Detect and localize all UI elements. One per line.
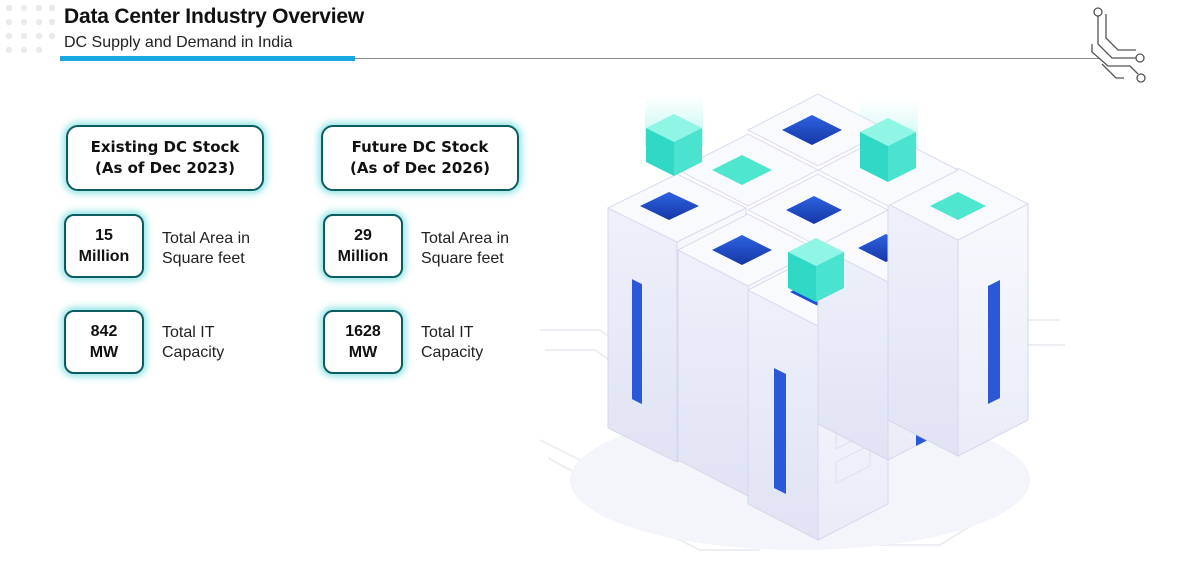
existing-capacity-label-line1: Total IT <box>162 324 215 341</box>
server-racks-illustration <box>539 93 1065 551</box>
future-capacity-number: 1628 <box>345 323 381 340</box>
future-area-value: 29 Million <box>323 214 403 278</box>
data-cube-icon <box>646 114 702 176</box>
future-area-number: 29 <box>354 227 372 244</box>
circuit-icon <box>1091 7 1146 83</box>
existing-capacity-unit: MW <box>89 344 119 361</box>
dot-grid-icon <box>5 4 56 54</box>
existing-area-label: Total Area in Square feet <box>162 229 250 269</box>
existing-area-value: 15 Million <box>64 214 144 278</box>
future-area-label-line2: Square feet <box>421 250 504 267</box>
existing-area-number: 15 <box>95 227 113 244</box>
server-rack-right <box>886 167 1030 457</box>
future-heading-line1: Future DC Stock <box>351 138 489 156</box>
header-accent-bar <box>60 56 355 61</box>
existing-area-label-line2: Square feet <box>162 250 245 267</box>
existing-area-label-line1: Total Area in <box>162 230 251 247</box>
existing-capacity-label-line2: Capacity <box>162 344 225 361</box>
future-area-label: Total Area in Square feet <box>421 229 509 269</box>
future-capacity-unit: MW <box>348 344 378 361</box>
existing-stock-heading: Existing DC Stock (As of Dec 2023) <box>66 125 264 191</box>
future-area-unit: Million <box>337 248 389 265</box>
future-area-label-line1: Total Area in <box>421 230 510 247</box>
future-heading-line2: (As of Dec 2026) <box>349 159 490 177</box>
data-cube-icon <box>860 118 916 182</box>
existing-area-unit: Million <box>78 248 130 265</box>
future-capacity-label-line2: Capacity <box>421 344 484 361</box>
future-stock-heading: Future DC Stock (As of Dec 2026) <box>321 125 519 191</box>
existing-heading-line2: (As of Dec 2023) <box>94 159 235 177</box>
future-capacity-label-line1: Total IT <box>421 324 474 341</box>
page-title: Data Center Industry Overview <box>64 5 364 28</box>
existing-capacity-number: 842 <box>90 323 118 340</box>
header-divider <box>60 58 1100 59</box>
server-rack-back <box>676 93 960 247</box>
future-capacity-value: 1628 MW <box>323 310 403 374</box>
existing-capacity-value: 842 MW <box>64 310 144 374</box>
existing-capacity-label: Total IT Capacity <box>162 323 224 363</box>
page-subtitle: DC Supply and Demand in India <box>64 34 293 51</box>
existing-heading-line1: Existing DC Stock <box>90 138 240 156</box>
future-capacity-label: Total IT Capacity <box>421 323 483 363</box>
data-cube-icon <box>788 238 844 302</box>
